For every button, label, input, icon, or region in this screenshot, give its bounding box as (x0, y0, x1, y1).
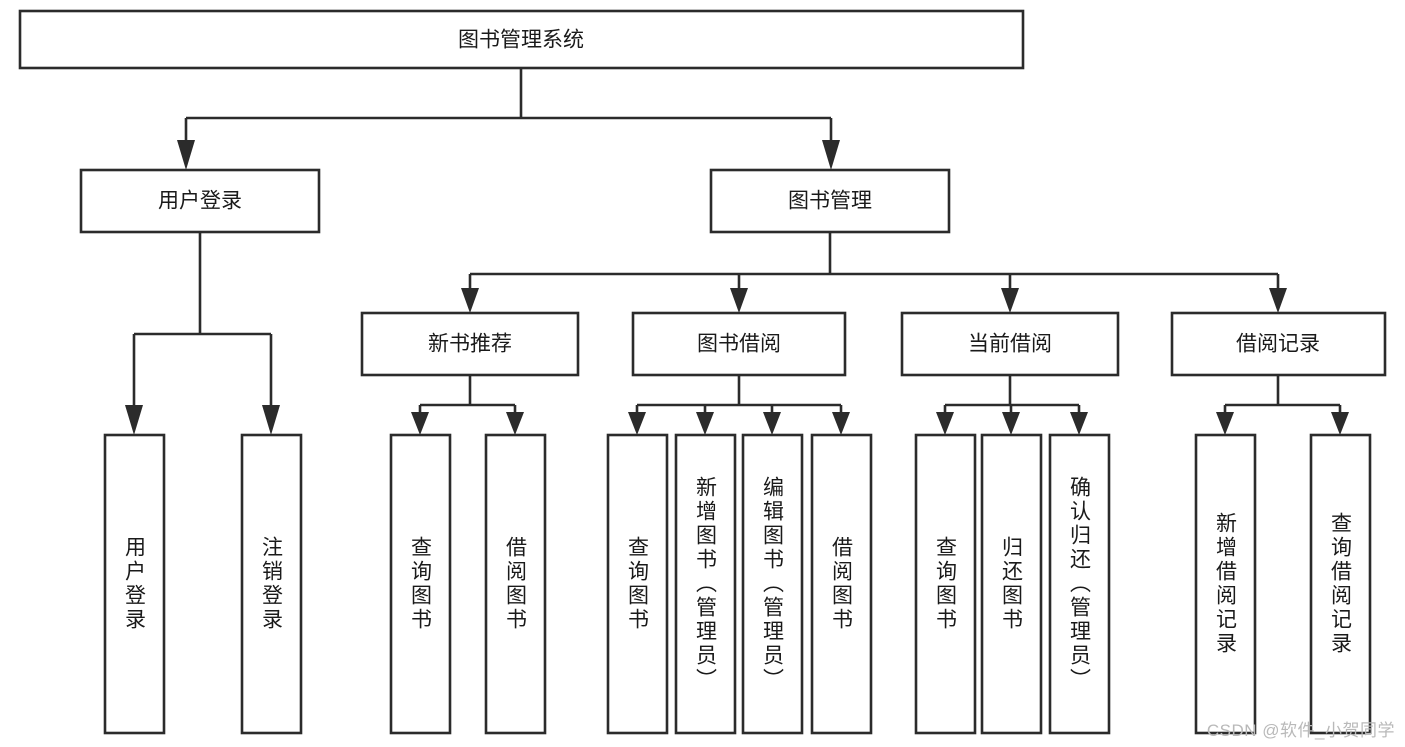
arrow-head-leaf-query-book-1 (411, 412, 429, 435)
arrow-head-borrow-record (1269, 288, 1287, 313)
leaf-node-confirm-return-label: 确认归还（管理员） (1068, 476, 1092, 692)
watermark: CSDN @软件_小贺同学 (1206, 721, 1395, 740)
node-current-borrow-label: 当前借阅 (968, 333, 1052, 356)
node-new-book-recommend[interactable]: 新书推荐 (360, 311, 580, 377)
leaf-node-borrow-book-1-label: 借阅图书 (504, 536, 528, 632)
leaf-node-query-record-label: 查询借阅记录 (1329, 512, 1353, 656)
leaf-node-user-login-box[interactable] (103, 433, 166, 735)
arrow-head-leaf-borrow-book-1 (506, 412, 524, 435)
arrow-head-leaf-add-record (1216, 412, 1234, 435)
node-book-borrow-label: 图书借阅 (697, 333, 781, 356)
leaf-node-query-book-1[interactable]: 查询图书 (389, 433, 452, 735)
leaf-node-confirm-return-box[interactable] (1048, 433, 1111, 735)
arrow-head-new-book-recommend (461, 288, 479, 313)
arrow-head-leaf-user-login (125, 405, 143, 435)
node-borrow-record-box[interactable] (1170, 311, 1387, 377)
leaf-node-return-book[interactable]: 归还图书 (980, 433, 1043, 735)
leaf-node-add-book-label: 新增图书（管理员） (694, 476, 718, 692)
node-root-system[interactable]: 图书管理系统 (18, 9, 1025, 70)
leaf-node-edit-book-label: 编辑图书（管理员） (761, 476, 785, 692)
leaf-node-confirm-return[interactable]: 确认归还（管理员） (1048, 433, 1111, 735)
node-book-borrow[interactable]: 图书借阅 (631, 311, 847, 377)
node-book-management-box[interactable] (709, 168, 951, 234)
node-new-book-recommend-box[interactable] (360, 311, 580, 377)
node-borrow-record-label: 借阅记录 (1236, 333, 1320, 356)
leaf-node-borrow-book-2-box[interactable] (810, 433, 873, 735)
node-book-management[interactable]: 图书管理 (709, 168, 951, 234)
leaf-node-query-book-3-label: 查询图书 (934, 536, 958, 632)
arrow-head-leaf-confirm-return (1070, 412, 1088, 435)
leaf-node-query-book-3[interactable]: 查询图书 (914, 433, 977, 735)
leaf-node-borrow-book-1[interactable]: 借阅图书 (484, 433, 547, 735)
leaf-node-edit-book[interactable]: 编辑图书（管理员） (741, 433, 804, 735)
arrow-head-leaf-add-book (696, 412, 714, 435)
leaf-node-add-record-label: 新增借阅记录 (1214, 512, 1238, 656)
arrow-head-user-login (177, 140, 195, 170)
arrow-head-leaf-query-book-2 (628, 412, 646, 435)
leaf-node-user-logout[interactable]: 注销登录 (240, 433, 303, 735)
arrow-head-leaf-query-book-3 (936, 412, 954, 435)
leaf-node-borrow-book-2[interactable]: 借阅图书 (810, 433, 873, 735)
leaf-node-borrow-book-1-box[interactable] (484, 433, 547, 735)
arrow-head-leaf-borrow-book-2 (832, 412, 850, 435)
node-root-system-box[interactable] (18, 9, 1025, 70)
arrow-head-leaf-user-logout (262, 405, 280, 435)
leaf-node-query-book-1-box[interactable] (389, 433, 452, 735)
leaf-node-add-record[interactable]: 新增借阅记录 (1194, 433, 1257, 735)
node-book-management-label: 图书管理 (788, 190, 872, 213)
leaf-node-return-book-label: 归还图书 (1000, 536, 1024, 632)
leaf-node-query-book-2-label: 查询图书 (626, 536, 650, 632)
node-current-borrow-box[interactable] (900, 311, 1120, 377)
leaf-node-user-login[interactable]: 用户登录 (103, 433, 166, 735)
leaf-node-add-record-box[interactable] (1194, 433, 1257, 735)
leaf-node-user-login-label: 用户登录 (123, 536, 147, 632)
leaf-node-query-record-box[interactable] (1309, 433, 1372, 735)
leaf-node-query-book-2[interactable]: 查询图书 (606, 433, 669, 735)
node-borrow-record[interactable]: 借阅记录 (1170, 311, 1387, 377)
node-user-login-label: 用户登录 (158, 190, 242, 213)
leaf-node-query-book-2-box[interactable] (606, 433, 669, 735)
leaf-node-borrow-book-2-label: 借阅图书 (830, 536, 854, 632)
arrow-head-leaf-return-book (1002, 412, 1020, 435)
arrow-head-current-borrow (1001, 288, 1019, 313)
leaf-node-query-book-3-box[interactable] (914, 433, 977, 735)
node-user-login-box[interactable] (79, 168, 321, 234)
arrow-head-leaf-edit-book (763, 412, 781, 435)
arrow-head-book-borrow (730, 288, 748, 313)
leaf-node-user-logout-label: 注销登录 (260, 536, 284, 632)
node-book-borrow-box[interactable] (631, 311, 847, 377)
leaf-node-query-record[interactable]: 查询借阅记录 (1309, 433, 1372, 735)
leaf-node-return-book-box[interactable] (980, 433, 1043, 735)
leaf-node-add-book-box[interactable] (674, 433, 737, 735)
leaf-node-edit-book-box[interactable] (741, 433, 804, 735)
node-current-borrow[interactable]: 当前借阅 (900, 311, 1120, 377)
node-new-book-recommend-label: 新书推荐 (428, 333, 512, 356)
connector-layer (125, 68, 1349, 435)
arrow-head-leaf-query-record (1331, 412, 1349, 435)
arrow-head-book-management (822, 140, 840, 170)
node-user-login[interactable]: 用户登录 (79, 168, 321, 234)
leaf-node-add-book[interactable]: 新增图书（管理员） (674, 433, 737, 735)
leaf-node-query-book-1-label: 查询图书 (409, 536, 433, 632)
leaf-node-user-logout-box[interactable] (240, 433, 303, 735)
node-root-system-label: 图书管理系统 (458, 29, 584, 52)
